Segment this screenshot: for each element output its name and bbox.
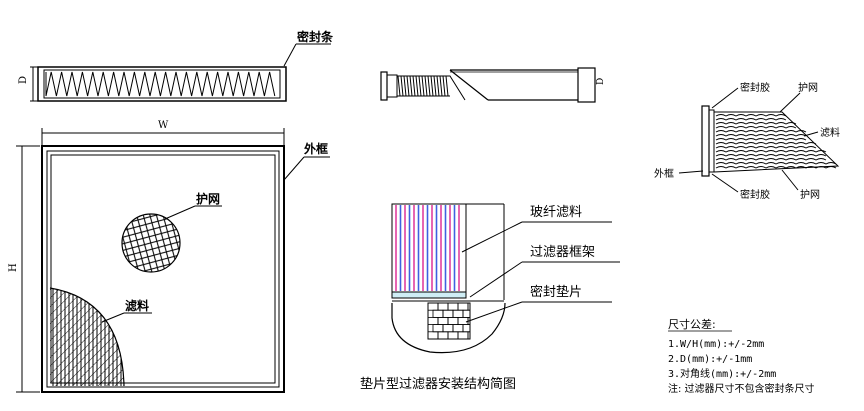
wave-line (715, 126, 797, 129)
coil-line (439, 75, 443, 97)
filter-media-right-label: 滤料 (820, 126, 840, 139)
brick (467, 331, 471, 340)
side-cut-view: D (380, 67, 606, 103)
pleat-coil (397, 75, 449, 97)
tolerance-note: 注: 过滤器尺寸不包含密封条尺寸 (668, 382, 815, 395)
coil-line (445, 75, 449, 97)
wave-line (715, 154, 827, 157)
wave-line (715, 134, 807, 137)
coil-line (400, 75, 404, 97)
tolerance-item: 1.W/H(mm):+/-2mm (668, 339, 764, 350)
coil-line (418, 75, 422, 97)
wave-line (715, 138, 807, 141)
tolerance-notes: 尺寸公差: 1.W/H(mm):+/-2mm 2.D(mm):+/-1mm 3.… (668, 317, 815, 395)
coil-line (430, 75, 434, 97)
side-cut-D-label: D (596, 78, 606, 85)
wave-line (715, 150, 827, 153)
wave-line (715, 122, 797, 125)
fiberglass-media-label: 玻纤滤料 (530, 205, 582, 220)
install-section: 玻纤滤料 过滤器框架 密封垫片 垫片型过滤器安装结构简图 (360, 203, 620, 392)
tolerance-item: 2.D(mm):+/-1mm (668, 354, 752, 365)
pleat-line (45, 71, 276, 97)
wave-line (715, 114, 787, 117)
coil-line (397, 75, 401, 97)
wave-line (715, 130, 807, 133)
front-view: W H 护网 滤料 外框 (8, 120, 330, 393)
wave-line (715, 166, 837, 169)
tolerance-item: 3.对角线(mm):+/-2mm (668, 367, 776, 380)
pleat-zigzag (45, 71, 276, 97)
wave-line (715, 142, 817, 145)
detail-view: 密封胶 护网 滤料 外框 密封胶 护网 (654, 81, 840, 201)
coil-line (427, 75, 431, 97)
seal-glue-top-label: 密封胶 (740, 81, 770, 94)
wave-line (715, 118, 787, 121)
filter-media-corner (49, 287, 125, 387)
diagram-caption: 垫片型过滤器安装结构简图 (360, 376, 516, 392)
coil-line (409, 75, 413, 97)
side-view-top: D 密封条 (18, 29, 334, 102)
coil-line (436, 75, 440, 97)
coil-line (421, 75, 425, 97)
dimension-D-label: D (18, 76, 29, 84)
coil-line (424, 75, 428, 97)
pleat-waves (715, 114, 837, 169)
outer-frame-label: 外框 (304, 141, 328, 156)
seal-strip-label: 密封条 (297, 29, 334, 44)
coil-line (412, 75, 416, 97)
tolerance-title: 尺寸公差: (668, 317, 716, 331)
seal-gasket-brick (427, 302, 471, 340)
dimension-W-label: W (158, 120, 169, 131)
dimension-H-label: H (8, 263, 19, 272)
guard-mesh-label: 护网 (196, 191, 220, 206)
guard-mesh-circle (121, 213, 181, 273)
fiberglass-media-block (391, 203, 467, 293)
seal-gasket-label: 密封垫片 (530, 284, 582, 300)
wave-line (715, 158, 827, 161)
coil-line (415, 75, 419, 97)
filter-media-label: 滤料 (125, 298, 149, 313)
guard-mesh-top-label: 护网 (798, 81, 818, 94)
wave-line (715, 162, 837, 165)
filter-frame-label: 过滤器框架 (530, 245, 595, 260)
coil-line (403, 75, 407, 97)
seal-glue-bottom-label: 密封胶 (740, 188, 770, 201)
outer-frame-right-label: 外框 (654, 167, 674, 180)
coil-line (406, 75, 410, 97)
guard-mesh-bottom-label: 护网 (800, 188, 820, 201)
coil-line (433, 75, 437, 97)
wave-line (715, 146, 817, 149)
coil-line (442, 75, 446, 97)
